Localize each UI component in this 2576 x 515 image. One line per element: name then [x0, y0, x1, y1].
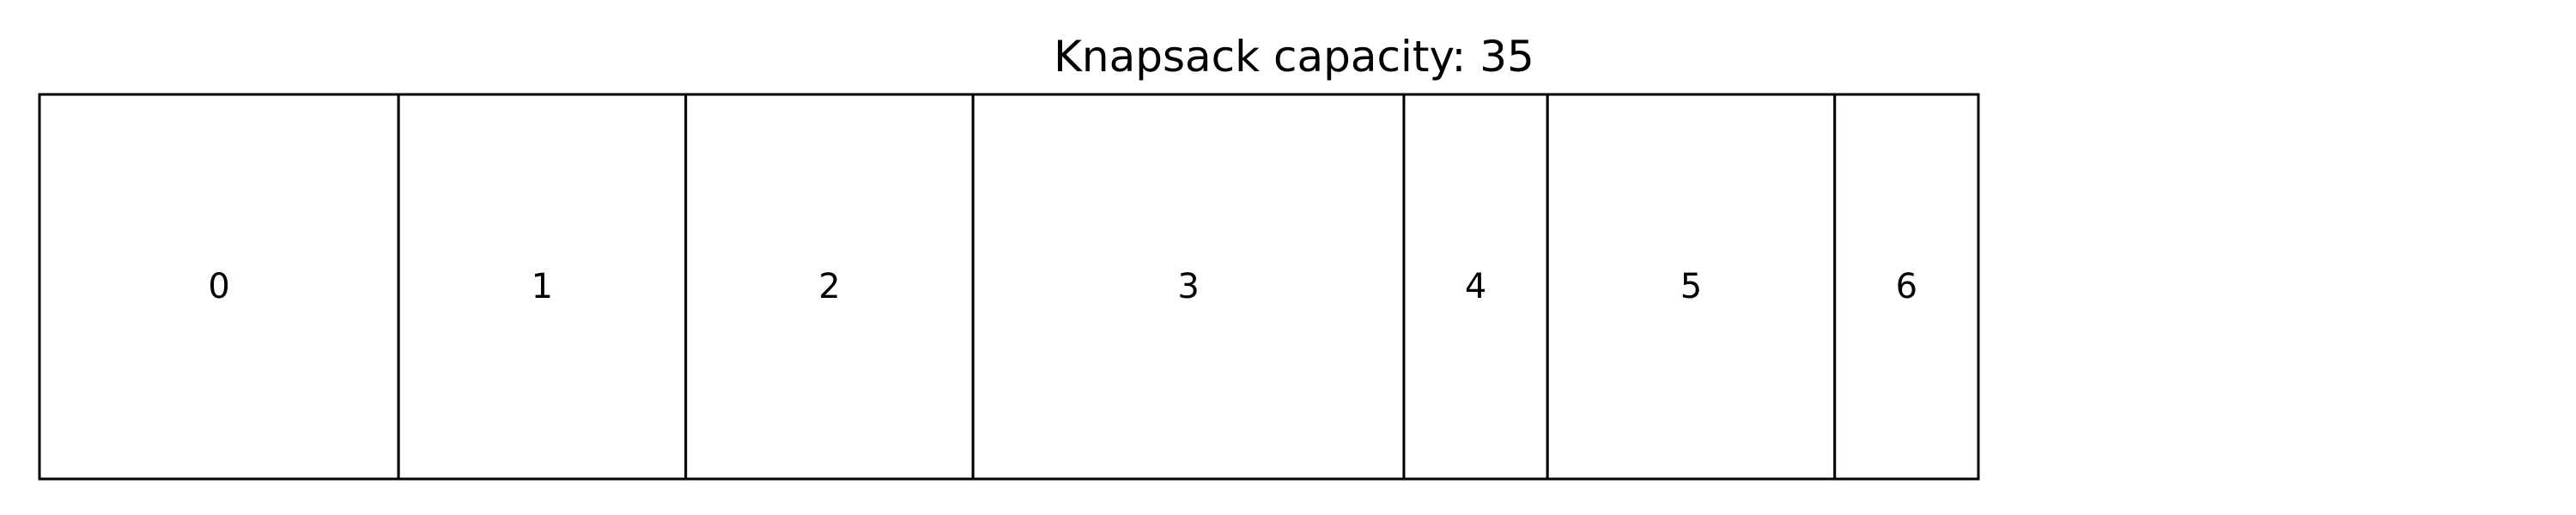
item-block-6 — [1833, 93, 1980, 481]
item-label-5: 5 — [1680, 267, 1702, 306]
diagram-title: Knapsack capacity: 35 — [1054, 32, 1534, 82]
items-layer: 0 1 2 3 4 5 6 — [38, 93, 1980, 481]
item-label-3: 3 — [1177, 267, 1199, 306]
item-label-6: 6 — [1896, 267, 1917, 306]
item-block-0 — [38, 93, 400, 481]
item-label-2: 2 — [818, 267, 840, 306]
item-block-1 — [397, 93, 688, 481]
item-label-4: 4 — [1465, 267, 1486, 306]
item-label-0: 0 — [208, 267, 229, 306]
item-block-2 — [684, 93, 975, 481]
item-block-3 — [971, 93, 1406, 481]
item-block-5 — [1546, 93, 1837, 481]
item-block-4 — [1402, 93, 1549, 481]
item-label-1: 1 — [532, 267, 553, 306]
